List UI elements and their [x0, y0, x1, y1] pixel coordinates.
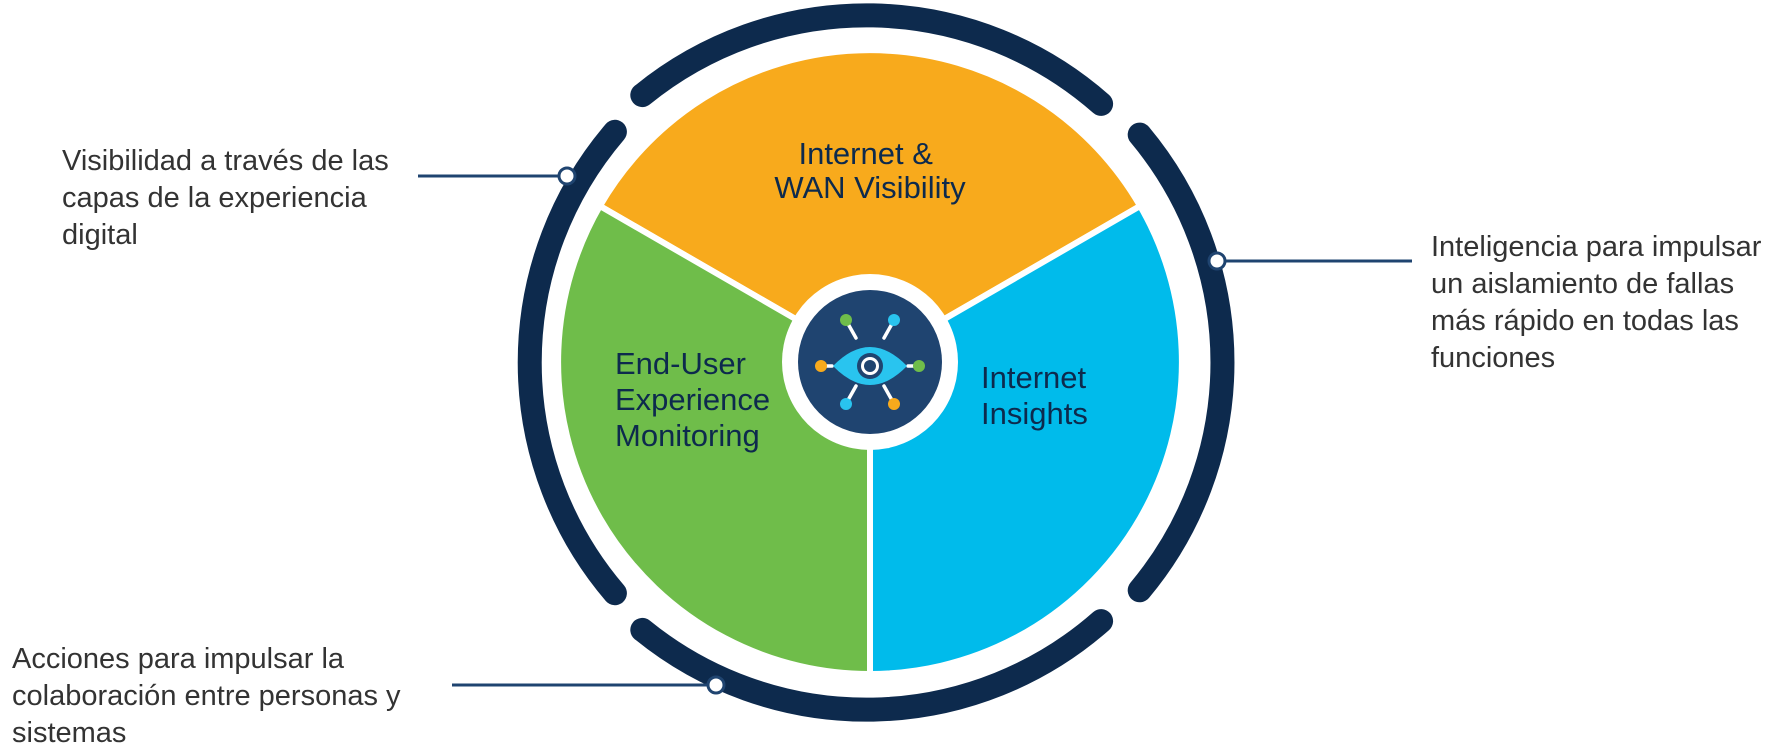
outer-ring	[517, 3, 1235, 722]
connectors	[418, 166, 1412, 695]
ring-arc-left	[517, 119, 627, 606]
segment-top-line1: Internet &	[798, 136, 933, 171]
segment-left-line3: Monitoring	[615, 418, 760, 453]
ring-arc-bottom	[630, 609, 1114, 722]
connector-dot-right	[1207, 251, 1227, 271]
segment-internet-wan	[596, 47, 1144, 365]
eye-network-icon	[815, 314, 925, 410]
callout-visibility: Visibilidad a través de las capas de la …	[62, 145, 389, 251]
segment-left-line1: End-User	[615, 346, 746, 381]
pie-chart	[555, 47, 1185, 677]
segment-label-top: Internet & WAN Visibility	[774, 136, 966, 205]
callout-actions: Acciones para impulsar la colaboración e…	[12, 643, 401, 749]
segment-right-line1: Internet	[981, 360, 1087, 395]
segment-left-line2: Experience	[615, 382, 770, 417]
segment-label-left: End-User Experience Monitoring	[615, 346, 779, 453]
hub	[782, 274, 958, 450]
connector-dot-bottom	[706, 675, 726, 695]
ring-arc-right	[1127, 122, 1235, 603]
segment-top-line2: WAN Visibility	[774, 170, 966, 205]
segment-label-right: Internet Insights	[981, 360, 1095, 431]
connector-dot-left-top	[557, 166, 577, 186]
segment-right-line2: Insights	[981, 396, 1088, 431]
ring-arc-top	[630, 3, 1114, 116]
callout-intelligence: Inteligencia para impulsar un aislamient…	[1431, 231, 1762, 374]
